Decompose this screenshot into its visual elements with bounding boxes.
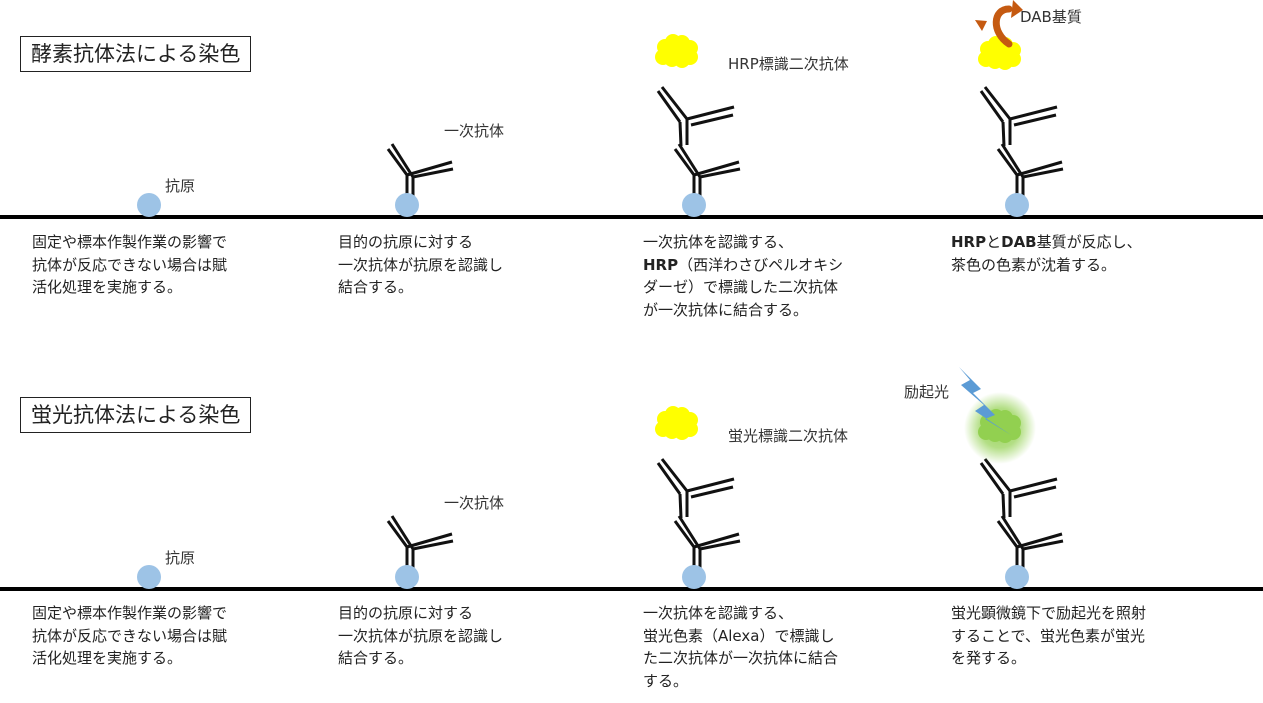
antigen-label: 抗原 xyxy=(165,177,196,195)
secondary-antibody xyxy=(656,457,736,520)
step-description: HRPとDAB基質が反応し、 茶色の色素が沈着する。 xyxy=(951,233,1142,274)
antigen xyxy=(682,193,706,217)
panel-title: 酵素抗体法による染色 xyxy=(20,36,252,72)
fluorescent-antibody-scene xyxy=(0,367,1263,591)
excitation-light-label: 励起光 xyxy=(904,383,950,401)
dab-arrow-head xyxy=(1011,0,1023,18)
primary-antibody-label: 一次抗体 xyxy=(444,494,505,512)
antigen xyxy=(1005,193,1029,217)
primary-antibody xyxy=(386,142,455,207)
antigen xyxy=(1005,565,1029,589)
excitation-light-icon xyxy=(959,367,1011,435)
step-description: 固定や標本作製作業の影響で 抗体が反応できない場合は賦 活化処理を実施する。 xyxy=(32,604,228,667)
hrp-label xyxy=(978,36,1021,70)
primary-antibody xyxy=(673,142,742,207)
step-description: 一次抗体を認識する、 蛍光色素（Alexa）で標識し た二次抗体が一次抗体に結合… xyxy=(643,604,839,690)
secondary-antibody xyxy=(979,85,1059,148)
primary-antibody xyxy=(673,514,742,579)
secondary-antibody-label: HRP標識二次抗体 xyxy=(728,55,849,73)
antigen xyxy=(395,193,419,217)
step-description: 固定や標本作製作業の影響で 抗体が反応できない場合は賦 活化処理を実施する。 xyxy=(32,233,228,296)
antigen xyxy=(682,565,706,589)
antigen-label: 抗原 xyxy=(165,549,196,567)
step-description: 目的の抗原に対する 一次抗体が抗原を認識し 結合する。 xyxy=(338,604,504,667)
fluorescent-dye-label xyxy=(978,409,1021,443)
hrp-label xyxy=(655,34,698,68)
antigen xyxy=(137,565,161,589)
fluorescent-dye-label xyxy=(655,406,698,440)
primary-antibody xyxy=(996,514,1065,579)
antigen xyxy=(395,565,419,589)
panel-title: 蛍光抗体法による染色 xyxy=(20,397,252,433)
enzyme-antibody-scene xyxy=(0,0,1263,219)
secondary-antibody-label: 蛍光標識二次抗体 xyxy=(728,427,849,445)
antigen xyxy=(137,193,161,217)
step-description: 一次抗体を認識する、 HRP（西洋わさびペルオキシ ダーゼ）で標識した二次抗体 … xyxy=(643,233,844,319)
substrate-label: DAB基質 xyxy=(1020,8,1082,26)
step-description: 目的の抗原に対する 一次抗体が抗原を認識し 結合する。 xyxy=(338,233,504,296)
dab-arrow-tail xyxy=(975,20,987,31)
primary-antibody xyxy=(996,142,1065,207)
primary-antibody xyxy=(386,514,455,579)
secondary-antibody xyxy=(656,85,736,148)
step-description: 蛍光顕微鏡下で励起光を照射 することで、蛍光色素が蛍光 を発する。 xyxy=(951,604,1147,667)
primary-antibody-label: 一次抗体 xyxy=(444,122,505,140)
dab-arrow xyxy=(992,5,1013,48)
secondary-antibody xyxy=(979,457,1059,520)
